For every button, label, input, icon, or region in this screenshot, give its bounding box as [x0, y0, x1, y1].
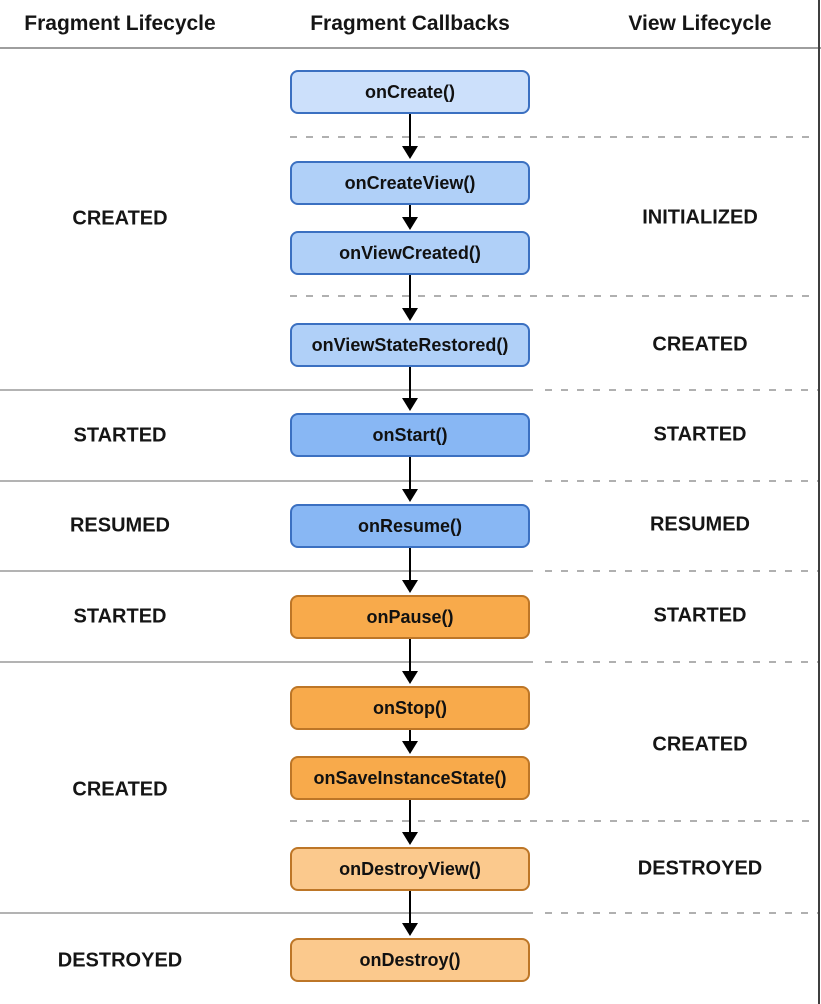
- fragment-state-label: STARTED: [73, 605, 167, 628]
- column-header-fragment-callbacks: Fragment Callbacks: [310, 12, 510, 35]
- view-section-divider: [545, 389, 818, 391]
- view-state-label: INITIALIZED: [642, 206, 758, 229]
- column-header-view-lifecycle: View Lifecycle: [628, 12, 772, 35]
- callback-label: onDestroy(): [359, 949, 461, 970]
- callback-box-onviewstaterestored: onViewStateRestored(): [290, 323, 530, 367]
- view-state-label: STARTED: [653, 423, 747, 446]
- fragment-section-divider: [0, 661, 533, 663]
- fragment-state-label: STARTED: [73, 424, 167, 447]
- view-state-label: CREATED: [652, 333, 748, 356]
- view-state-label: DESTROYED: [637, 857, 763, 880]
- callback-label: onDestroyView(): [339, 858, 481, 879]
- callback-box-oncreateview: onCreateView(): [290, 161, 530, 205]
- view-state-label: STARTED: [653, 604, 747, 627]
- view-section-divider: [545, 570, 818, 572]
- view-section-divider: [545, 912, 818, 914]
- fragment-section-divider: [0, 389, 533, 391]
- fragment-state-label: CREATED: [72, 778, 168, 801]
- callback-box-onresume: onResume(): [290, 504, 530, 548]
- callback-label: onPause(): [366, 606, 454, 627]
- fragment-section-divider: [0, 570, 533, 572]
- fragment-section-divider: [0, 912, 533, 914]
- callback-box-oncreate: onCreate(): [290, 70, 530, 114]
- callback-label: onCreate(): [364, 81, 455, 102]
- view-section-divider: [545, 661, 818, 663]
- callback-label: onSaveInstanceState(): [313, 767, 507, 788]
- callback-label: onStop(): [373, 697, 447, 718]
- fragment-state-label: RESUMED: [69, 514, 171, 537]
- right-edge-border: [818, 0, 820, 1004]
- view-section-divider: [290, 820, 818, 822]
- callback-box-onstart: onStart(): [290, 413, 530, 457]
- view-state-label: CREATED: [652, 733, 748, 756]
- view-section-divider: [290, 136, 818, 138]
- callback-box-ondestroy: onDestroy(): [290, 938, 530, 982]
- callback-box-onviewcreated: onViewCreated(): [290, 231, 530, 275]
- callback-box-ondestroyview: onDestroyView(): [290, 847, 530, 891]
- fragment-state-label: DESTROYED: [57, 949, 183, 972]
- callback-box-onsaveinstancestate: onSaveInstanceState(): [290, 756, 530, 800]
- callback-label: onViewStateRestored(): [311, 334, 509, 355]
- fragment-state-label: CREATED: [72, 207, 168, 230]
- header-divider: [0, 47, 821, 49]
- callback-label: onStart(): [372, 424, 448, 445]
- view-section-divider: [545, 480, 818, 482]
- column-header-fragment-lifecycle: Fragment Lifecycle: [24, 12, 216, 35]
- callback-label: onCreateView(): [344, 172, 476, 193]
- view-section-divider: [290, 295, 818, 297]
- fragment-section-divider: [0, 480, 533, 482]
- callback-label: onResume(): [357, 515, 462, 536]
- callback-box-onstop: onStop(): [290, 686, 530, 730]
- callback-label: onViewCreated(): [339, 242, 481, 263]
- view-state-label: RESUMED: [649, 513, 751, 536]
- callback-box-onpause: onPause(): [290, 595, 530, 639]
